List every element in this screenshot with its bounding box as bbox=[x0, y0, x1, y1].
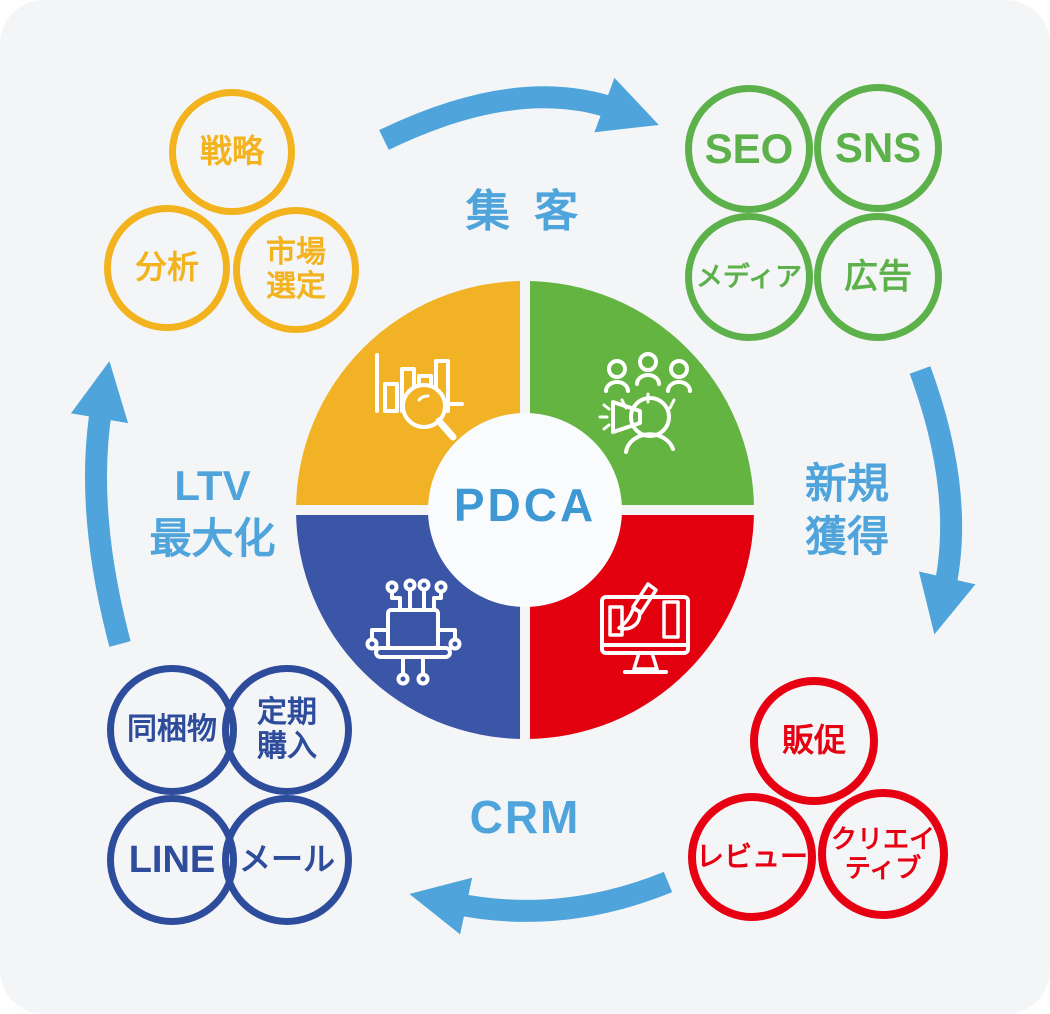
subscription-circle: 定期 購入 bbox=[222, 665, 352, 795]
cycle-arrow-bottom bbox=[409, 871, 673, 935]
market-selection-circle: 市場 選定 bbox=[233, 207, 359, 333]
mail-circle: メール bbox=[222, 795, 352, 925]
donut-center-hole bbox=[428, 413, 622, 607]
stage-label-ltv-max: LTV 最大化 bbox=[110, 460, 315, 565]
bar-chart-magnifier-icon bbox=[375, 353, 464, 441]
stage-label-line: LTV bbox=[174, 462, 251, 509]
review-circle: レビュー bbox=[688, 793, 816, 921]
strategy-circle: 戦略 bbox=[169, 89, 295, 215]
sns-circle: SNS bbox=[814, 84, 942, 212]
stage-label-line: 最大化 bbox=[149, 514, 276, 562]
seo-circle: SEO bbox=[685, 85, 813, 213]
line-circle: LINE bbox=[107, 795, 237, 925]
stage-label-crm: CRM bbox=[469, 791, 581, 843]
package-insert-circle: 同梱物 bbox=[107, 665, 237, 795]
stage-label-line: 獲得 bbox=[804, 512, 889, 560]
cycle-arrow-left bbox=[70, 361, 131, 647]
stage-label-new-acquisition: 新規 獲得 bbox=[762, 458, 932, 563]
cycle-arrow-top bbox=[379, 77, 659, 150]
design-monitor-brush-icon bbox=[600, 582, 690, 674]
analysis-circle: 分析 bbox=[104, 205, 230, 331]
creative-circle: クリエイ ティブ bbox=[818, 789, 948, 919]
advertising-circle: 広告 bbox=[814, 213, 942, 341]
pdca-center-label: PDCA bbox=[453, 479, 597, 531]
sales-promotion-circle: 販促 bbox=[750, 677, 878, 805]
megaphone-audience-icon bbox=[598, 352, 692, 454]
stage-label-attraction: 集 客 bbox=[465, 187, 585, 236]
stage-label-line: 新規 bbox=[804, 460, 889, 507]
cycle-arrow-right bbox=[909, 366, 976, 635]
media-circle: メディア bbox=[685, 213, 813, 341]
laptop-network-icon bbox=[365, 578, 462, 686]
